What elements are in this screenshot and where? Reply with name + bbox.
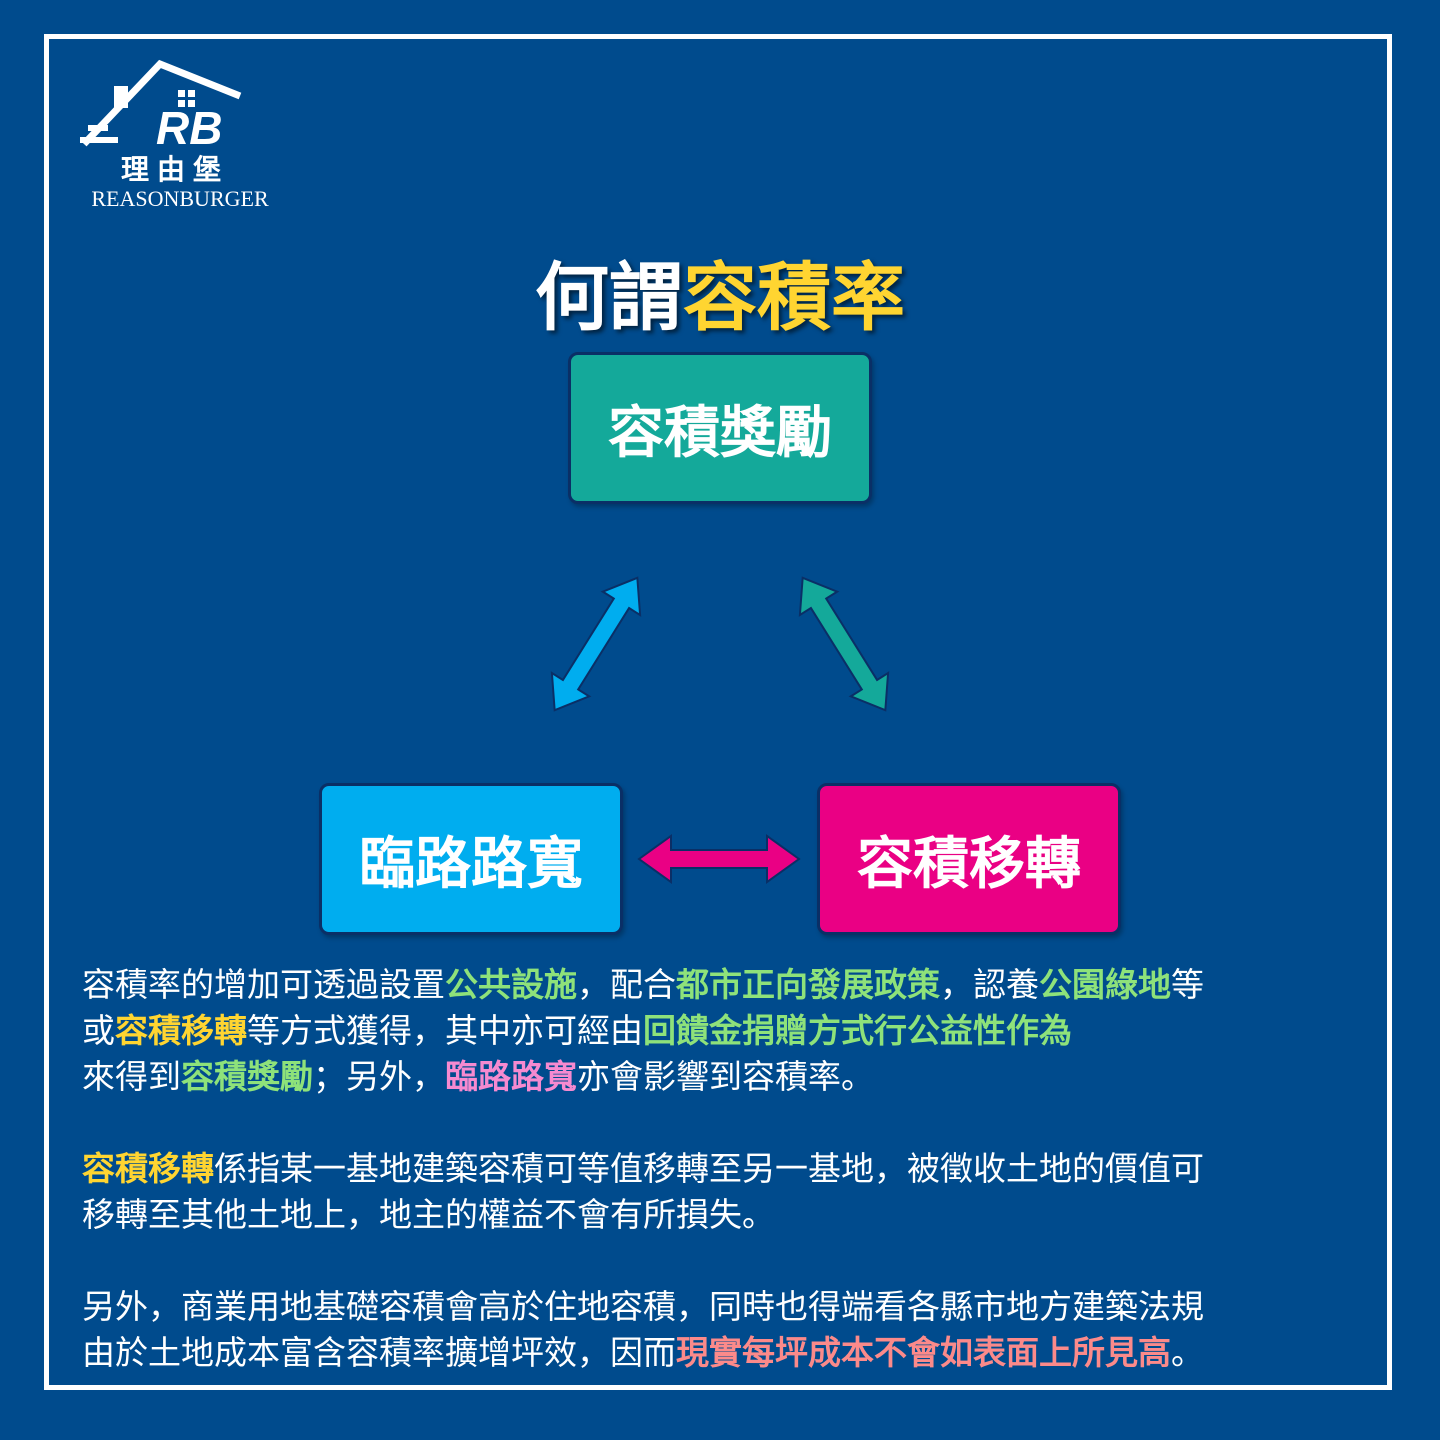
paragraph-2-line-1: 容積移轉係指某一基地建築容積可等值移轉至另一基地，被徵收土地的價值可 [82,1149,1204,1188]
paragraph-1: 容積率的增加可透過設置公共設施，配合都市正向發展政策，認養公園綠地等 或容積移轉… [82,962,1372,1100]
paragraph-3-line-1: 另外，商業用地基礎容積會高於住地容積，同時也得端看各縣市地方建築法規 [82,1287,1204,1326]
box-floor-area-transfer: 容積移轉 [817,783,1121,935]
title-highlight: 容積率 [683,255,905,341]
reasonburger-logo: RB [80,59,242,154]
paragraph-1-line-1: 容積率的增加可透過設置公共設施，配合都市正向發展政策，認養公園綠地等 [82,965,1204,1004]
paragraph-3-line-2: 由於土地成本富含容積率擴增坪效，因而現實每坪成本不會如表面上所見高。 [82,1333,1204,1372]
logo-mark-text: RB [156,102,222,154]
logo-chinese-name: 理由堡 [120,153,229,186]
paragraph-3: 另外，商業用地基礎容積會高於住地容積，同時也得端看各縣市地方建築法規 由於土地成… [82,1284,1372,1376]
logo-english-name: REASONBURGER [91,186,269,211]
box-road-width: 臨路路寬 [319,783,623,935]
box-floor-area-bonus: 容積獎勵 [568,352,872,504]
paragraph-1-line-3: 來得到容積獎勵；另外，臨路路寬亦會影響到容積率。 [82,1057,874,1096]
title-prefix: 何謂 [535,255,683,341]
page-title: 何謂容積率 [0,238,1440,345]
paragraph-2: 容積移轉係指某一基地建築容積可等值移轉至另一基地，被徵收土地的價值可 移轉至其他… [82,1146,1372,1238]
white-border-frame [44,34,1392,1390]
paragraph-2-line-2: 移轉至其他土地上，地主的權益不會有所損失。 [82,1195,775,1234]
paragraph-1-line-2: 或容積移轉等方式獲得，其中亦可經由回饋金捐贈方式行公益性作為 [82,1011,1072,1050]
